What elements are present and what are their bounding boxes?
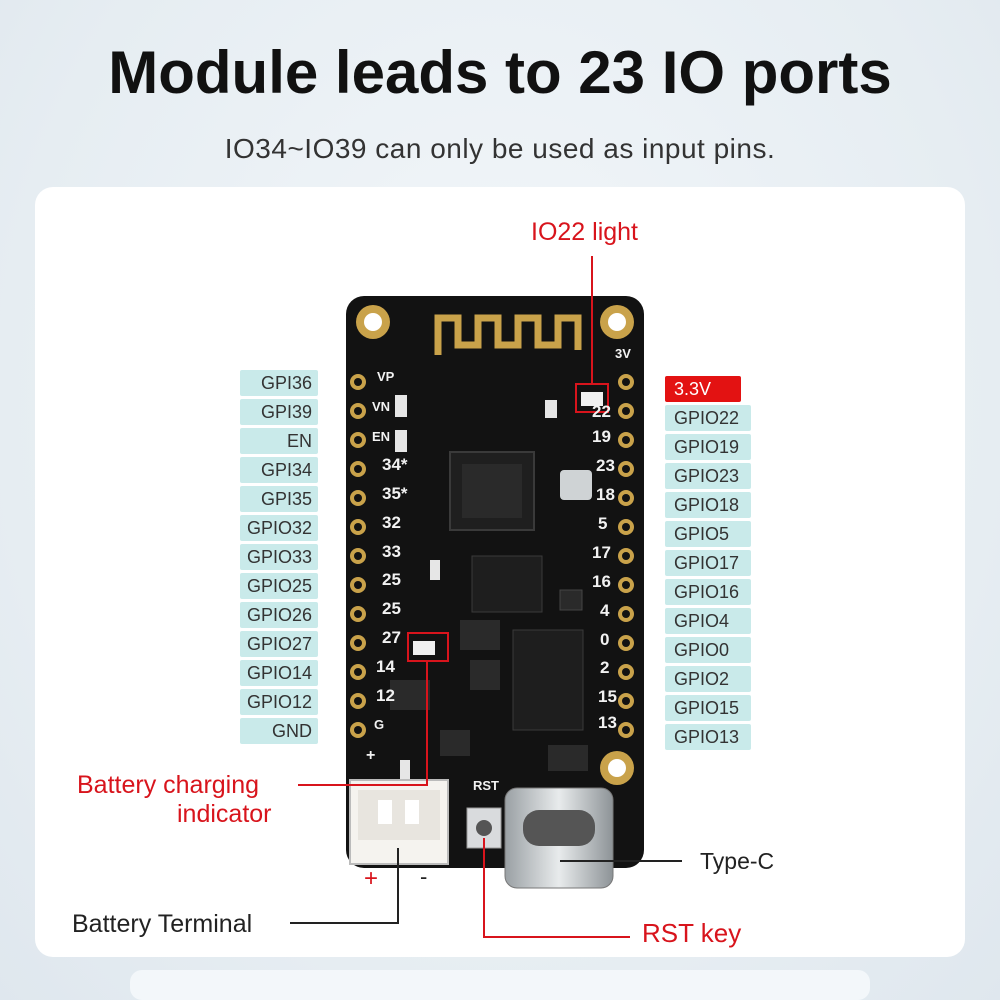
pin-label-gnd: GND (240, 718, 318, 744)
battery-plus-label: + (364, 865, 378, 892)
antenna-trace (434, 314, 582, 355)
bottom-strip (130, 970, 870, 1000)
silk-left: 12 (376, 686, 395, 705)
pin-label-gpi36: GPI36 (240, 370, 318, 396)
silk-left: 33 (382, 542, 401, 561)
pin-label-gpio4: GPIO4 (665, 608, 751, 634)
silk-left: 35* (382, 484, 408, 503)
pin-label-gpio23: GPIO23 (665, 463, 751, 489)
pin-label-gpio32: GPIO32 (240, 515, 318, 541)
silk-left: 27 (382, 628, 401, 647)
silk-plus: + (366, 747, 375, 764)
silk-left: 14 (376, 657, 395, 676)
battery-charging-callout-line1: Battery charging (77, 771, 260, 799)
pin-label-gpio13: GPIO13 (665, 724, 751, 750)
pin-label-gpio5: GPIO5 (665, 521, 751, 547)
pin-label-gpio12: GPIO12 (240, 689, 318, 715)
pin-label-en: EN (240, 428, 318, 454)
charge-callout-line (298, 661, 428, 786)
silk-rst: RST (473, 778, 499, 793)
pin-label-gpio2: GPIO2 (665, 666, 751, 692)
charge-led (413, 641, 435, 655)
silk-right: 0 (600, 630, 609, 649)
usb-uart-chip (512, 629, 584, 731)
silk-left: 32 (382, 513, 401, 532)
silk-left: VP (377, 369, 395, 384)
battery-terminal-line (290, 848, 399, 924)
silk-right: 13 (598, 713, 617, 732)
pin-label-gpio0: GPIO0 (665, 637, 751, 663)
page-subtitle: IO34~IO39 can only be used as input pins… (224, 133, 776, 164)
pin-label-gpio33: GPIO33 (240, 544, 318, 570)
silk-right: 2 (600, 658, 609, 677)
flash-chip (471, 555, 543, 613)
pin-label-3v3: 3.3V (665, 376, 741, 402)
silk-left: EN (372, 429, 390, 444)
io22-light-callout: IO22 light (531, 218, 639, 246)
page-title: Module leads to 23 IO ports (108, 39, 892, 106)
io22-led (581, 392, 603, 406)
silk-left: VN (372, 399, 390, 414)
pin-label-gpi39: GPI39 (240, 399, 318, 425)
battery-minus-label: - (420, 864, 427, 889)
rst-callout-line (483, 838, 630, 938)
silk-right: 3V (615, 346, 631, 361)
rst-key-callout: RST key (642, 918, 742, 948)
silk-right: 22 (592, 402, 611, 421)
battery-terminal-callout: Battery Terminal (72, 910, 253, 938)
silk-right: 19 (592, 427, 611, 446)
pin-label-gpio14: GPIO14 (240, 660, 318, 686)
silk-right: 16 (592, 572, 611, 591)
silk-right: 5 (598, 514, 607, 533)
silk-right: 23 (596, 456, 615, 475)
pin-label-gpio25: GPIO25 (240, 573, 318, 599)
battery-charging-callout-line2: indicator (177, 800, 272, 828)
silk-left: 25 (382, 570, 401, 589)
silk-left: 25 (382, 599, 401, 618)
pin-label-gpio27: GPIO27 (240, 631, 318, 657)
pin-label-gpio19: GPIO19 (665, 434, 751, 460)
pin-label-gpio16: GPIO16 (665, 579, 751, 605)
pin-label-gpio17: GPIO17 (665, 550, 751, 576)
silk-right: 15 (598, 687, 617, 706)
pin-label-gpio18: GPIO18 (665, 492, 751, 518)
type-c-callout: Type-C (700, 848, 775, 874)
pin-label-gpio26: GPIO26 (240, 602, 318, 628)
silk-right: 18 (596, 485, 615, 504)
pin-label-gpio15: GPIO15 (665, 695, 751, 721)
silk-left: 34* (382, 455, 408, 474)
silk-left: G (374, 717, 384, 732)
silk-right: 17 (592, 543, 611, 562)
pin-label-gpio22: GPIO22 (665, 405, 751, 431)
pin-label-gpi34: GPI34 (240, 457, 318, 483)
pin-label-gpi35: GPI35 (240, 486, 318, 512)
silk-right: 4 (600, 601, 610, 620)
crystal (560, 470, 592, 500)
